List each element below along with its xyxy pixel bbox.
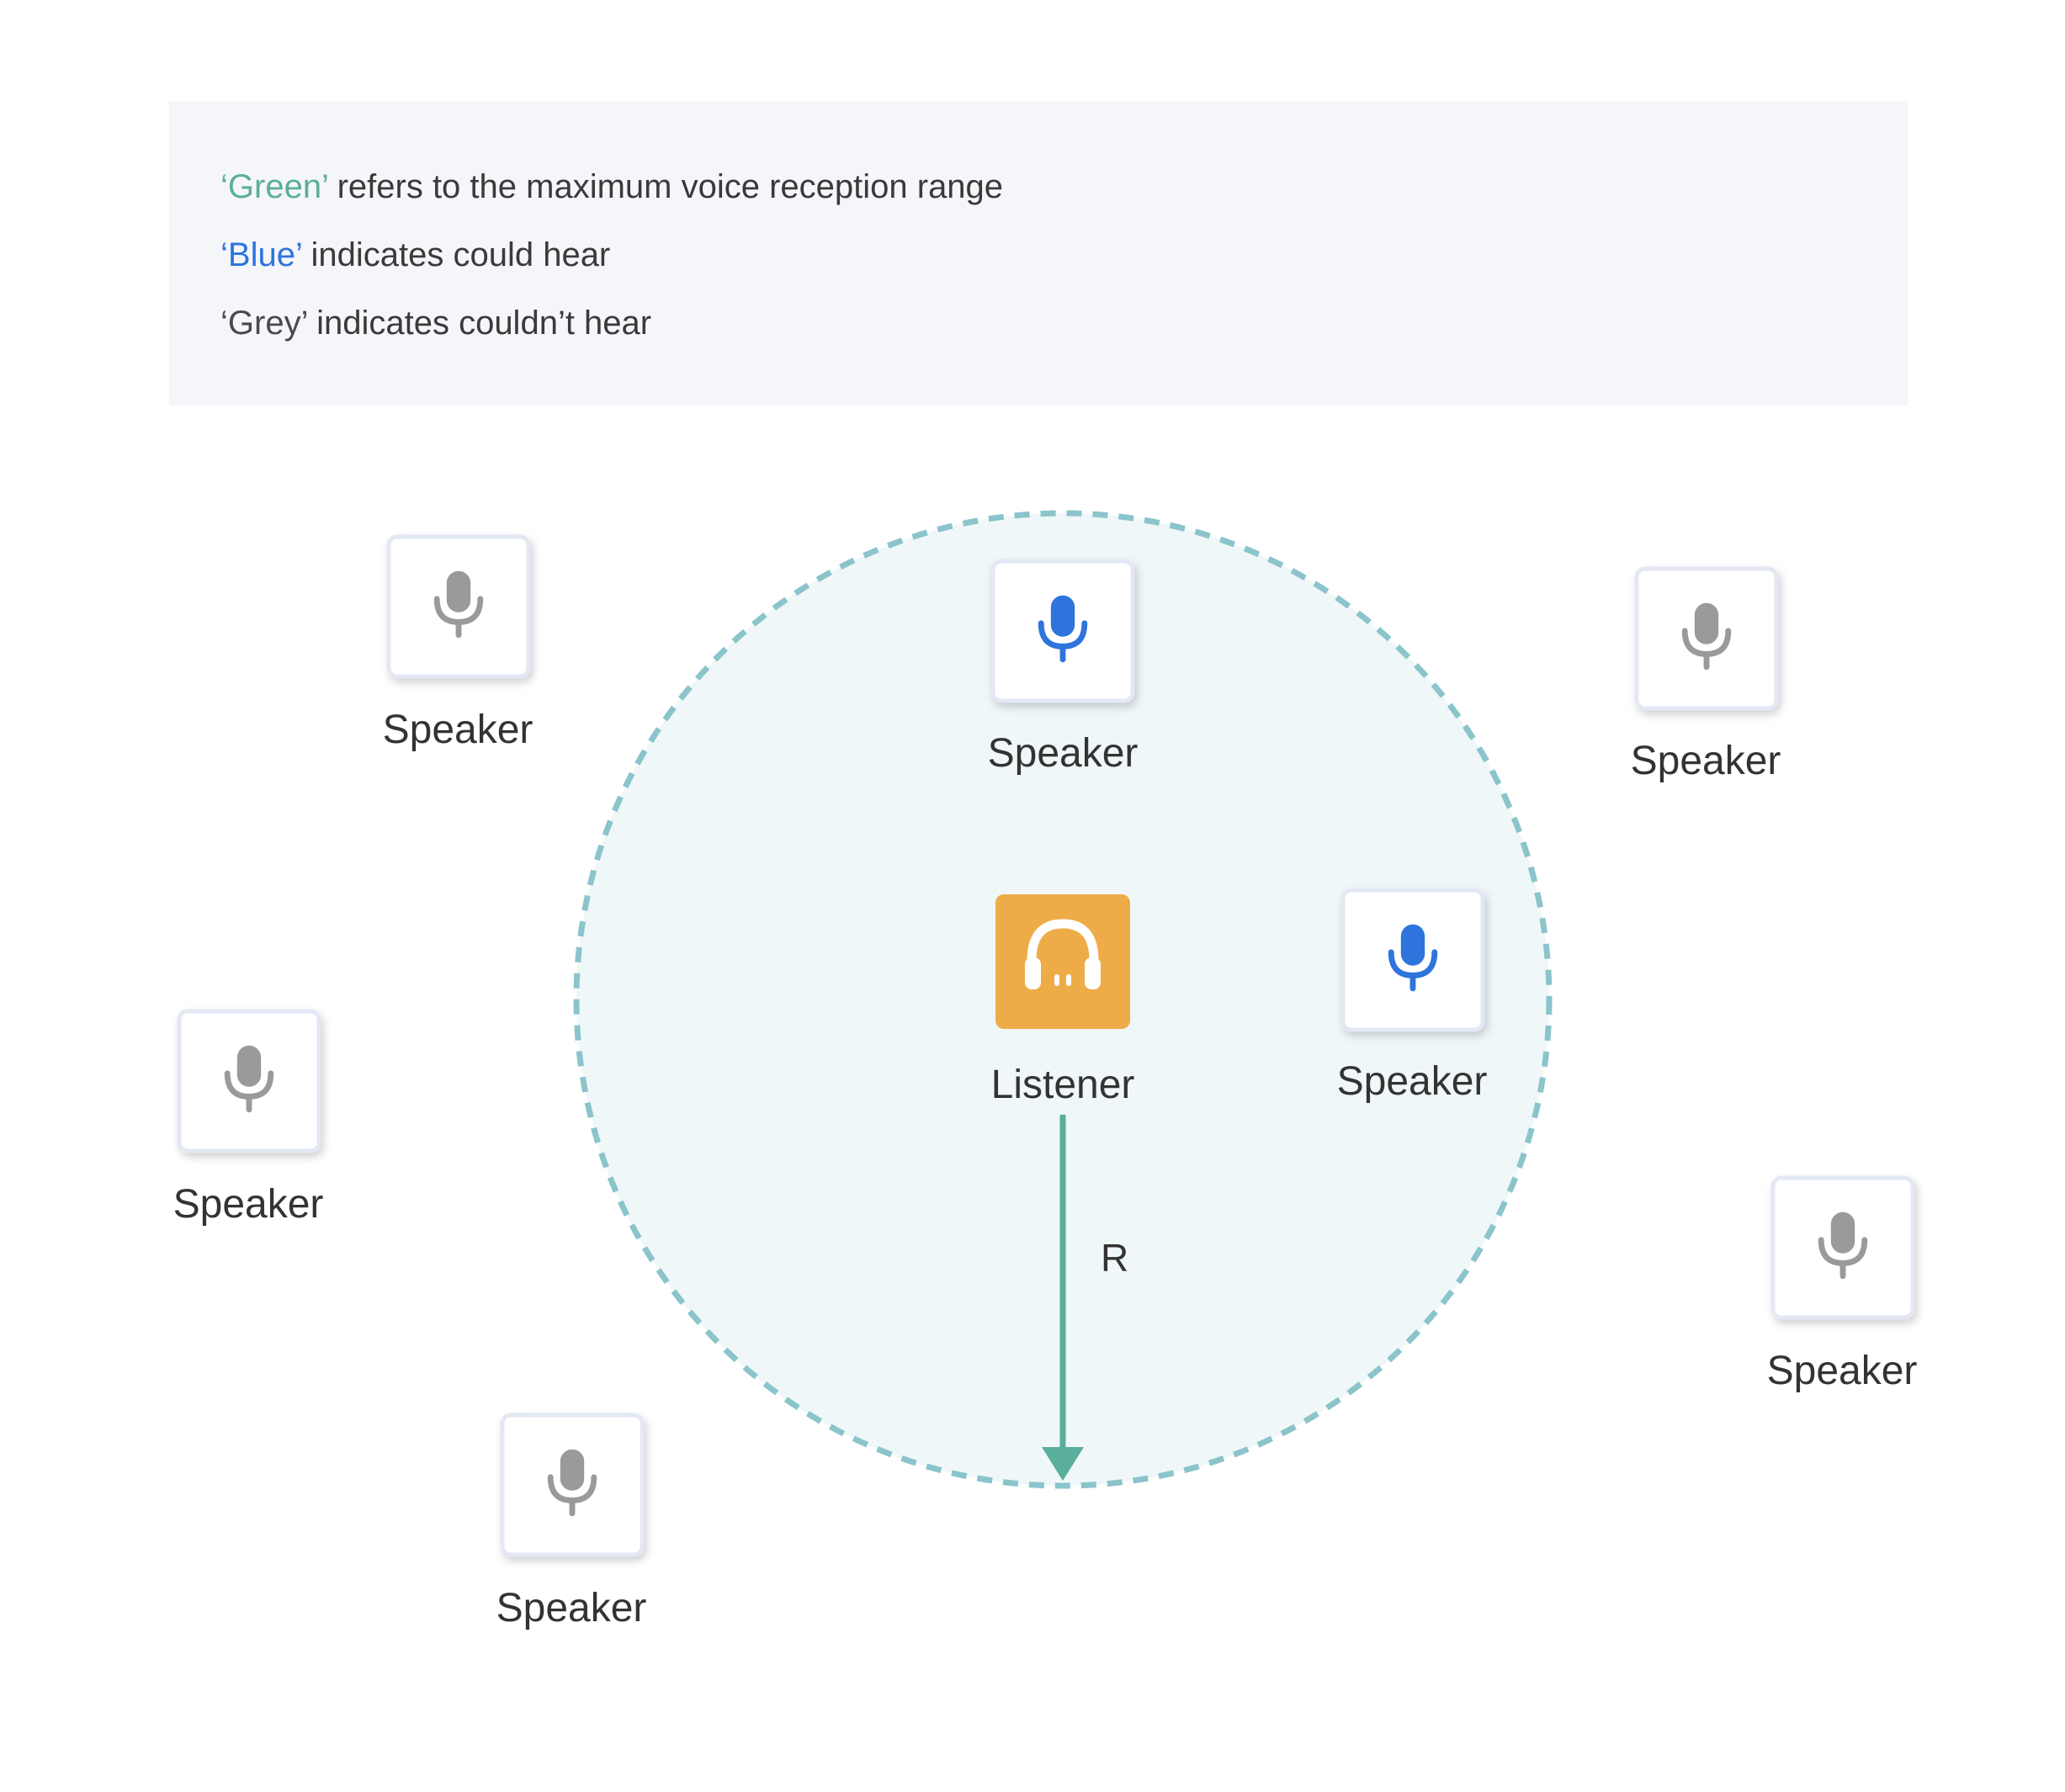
speaker-label: Speaker xyxy=(382,708,534,752)
legend-key-green: ‘Green’ xyxy=(220,168,328,205)
legend-line-green: ‘Green’ refers to the maximum voice rece… xyxy=(220,170,1003,204)
speaker-card xyxy=(386,534,531,679)
speaker-label: Speaker xyxy=(987,731,1139,776)
legend-line-blue: ‘Blue’ indicates could hear xyxy=(220,238,610,272)
legend-key-grey: ‘Grey’ xyxy=(220,305,307,342)
listener-node xyxy=(995,894,1130,1029)
radius-label: R xyxy=(1101,1236,1129,1280)
legend-text-grey: indicates couldn’t hear xyxy=(306,305,652,342)
listener-label: Listener xyxy=(990,1063,1135,1107)
speaker-card xyxy=(500,1413,645,1557)
speaker-label: Speaker xyxy=(1630,739,1781,783)
headset-icon xyxy=(1027,919,1099,985)
speaker-card xyxy=(1770,1175,1915,1320)
speaker-card xyxy=(990,559,1135,703)
speaker-label: Speaker xyxy=(173,1182,324,1227)
legend-line-grey: ‘Grey’ indicates couldn’t hear xyxy=(220,306,651,340)
speaker-label: Speaker xyxy=(1766,1349,1918,1393)
legend-panel xyxy=(169,101,1908,406)
speaker-label: Speaker xyxy=(496,1586,647,1630)
speaker-card xyxy=(1340,888,1485,1032)
radius-arrowhead xyxy=(1042,1447,1084,1481)
legend-key-blue: ‘Blue’ xyxy=(220,236,302,273)
legend-text-green: refers to the maximum voice reception ra… xyxy=(327,168,1004,205)
speaker-card xyxy=(1634,566,1779,711)
legend-text-blue: indicates could hear xyxy=(301,236,611,273)
speaker-card xyxy=(177,1009,321,1153)
speaker-label: Speaker xyxy=(1336,1059,1488,1104)
